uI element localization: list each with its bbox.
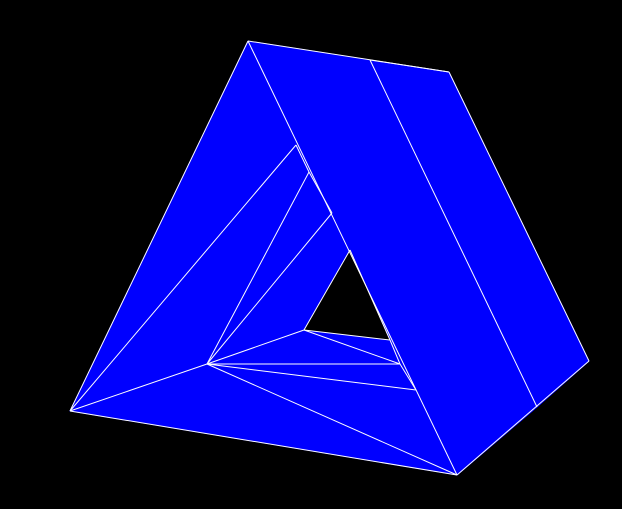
mesh-edge-19 — [303, 249, 351, 331]
mesh-edge-13 — [206, 363, 458, 476]
mesh-edge-11 — [308, 171, 333, 214]
mesh-edge-18 — [303, 329, 391, 341]
mesh-edge-14 — [206, 363, 417, 391]
mesh-edge-8 — [206, 171, 310, 365]
mesh-edge-4 — [69, 410, 458, 476]
mesh-edge-16 — [206, 329, 305, 365]
mesh-edge-12 — [69, 363, 208, 412]
mesh-edge-3 — [456, 360, 590, 476]
mesh-edge-21 — [389, 339, 401, 365]
hole-polygon — [304, 250, 390, 340]
mesh-edge-0 — [69, 40, 249, 412]
mesh-edge-9 — [206, 212, 333, 365]
mesh-edge-10 — [295, 144, 310, 173]
mesh-edge-20 — [349, 249, 391, 341]
mesh-edges — [69, 40, 590, 476]
mesh-edge-6 — [369, 59, 538, 408]
mesh-edge-22 — [399, 363, 417, 391]
mesh-edge-17 — [303, 329, 401, 365]
mesh-edge-23 — [369, 59, 450, 73]
mesh-edge-7 — [69, 144, 297, 412]
mesh-edge-2 — [448, 71, 590, 362]
center-hole — [304, 250, 390, 340]
mesh-edge-5 — [247, 40, 458, 476]
